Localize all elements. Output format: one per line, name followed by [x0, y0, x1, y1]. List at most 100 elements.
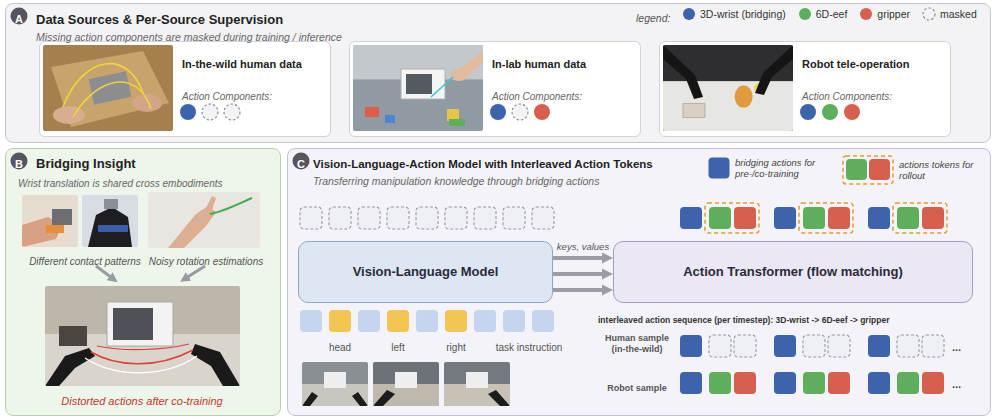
- masked-token: [922, 335, 944, 357]
- arrow: [186, 266, 205, 278]
- legend-text: masked: [940, 8, 977, 21]
- illustration-shape: [385, 115, 395, 123]
- legend-text: gripper: [877, 8, 910, 21]
- masked-token: [503, 207, 525, 229]
- illustration-shape: [459, 51, 483, 77]
- masked-token: [803, 335, 825, 357]
- legend-dot: [860, 8, 872, 20]
- panel-title: Data Sources & Per-Source Supervision: [36, 12, 283, 28]
- legend-item: gripper: [859, 7, 910, 21]
- legend-swatch: [859, 7, 873, 21]
- masked-token: [532, 207, 554, 229]
- component-dot: [490, 104, 506, 120]
- component-dot: [844, 104, 860, 120]
- ellipsis: ...: [952, 341, 961, 354]
- illustration-shape: [82, 195, 138, 247]
- photo: [444, 362, 510, 406]
- illustration-shape: [449, 119, 465, 126]
- illustration-shape: [302, 384, 368, 406]
- illustration-shape: [754, 83, 764, 93]
- token: [474, 310, 496, 332]
- illustration-shape: [43, 45, 173, 131]
- masked-token: [897, 335, 919, 357]
- masked-token: [709, 335, 731, 357]
- photo: [82, 195, 138, 247]
- legend-heading: legend:: [636, 12, 670, 25]
- photo: [22, 195, 78, 247]
- illustration-shape: [107, 302, 173, 346]
- legend-dot: [683, 8, 695, 20]
- panel: Bridging InsightWrist translation is sha…: [5, 148, 281, 416]
- photo: [302, 362, 368, 406]
- component-dot: [180, 104, 196, 120]
- illustration-shape: [148, 192, 260, 248]
- sequence-note: interleaved action sequence (per timeste…: [598, 315, 889, 325]
- illustration-shape: [51, 51, 169, 127]
- trajectory: [210, 198, 252, 214]
- robot-gripper: [663, 45, 703, 99]
- illustration-shape: [45, 334, 240, 386]
- illustration-shape: [53, 106, 85, 124]
- model-box: Action Transformer (flow matching): [613, 241, 973, 303]
- trajectory: [97, 344, 189, 350]
- illustration-shape: [406, 74, 432, 94]
- token: [868, 207, 890, 229]
- illustration-shape: [401, 69, 445, 99]
- token: [828, 372, 850, 394]
- illustration-shape: [113, 308, 153, 340]
- legend-text: 6D-eef: [816, 8, 848, 21]
- model-name: Vision-Language Model: [353, 264, 499, 280]
- illustration-shape: [373, 384, 439, 406]
- component-dot: [800, 104, 816, 120]
- trajectory: [85, 356, 197, 373]
- legend-swatch: [798, 7, 812, 21]
- illustration-shape: [59, 326, 87, 346]
- source-card: In-the-wild human dataAction Components:: [39, 41, 331, 137]
- token: [803, 207, 825, 229]
- illustration-shape: [22, 217, 62, 247]
- legend-swatch: [682, 7, 696, 21]
- rollout-bracket: [893, 203, 947, 233]
- panel-subtitle: Missing action components are masked dur…: [36, 31, 342, 44]
- robot-gripper: [373, 390, 395, 406]
- illustration-shape: [353, 45, 483, 79]
- token: [868, 335, 890, 357]
- masked-token: [329, 207, 351, 229]
- token: [774, 335, 796, 357]
- card-note: Action Components:: [492, 91, 582, 103]
- card-note: Action Components:: [182, 91, 272, 103]
- token-label: right: [446, 342, 465, 354]
- illustration-shape: [324, 372, 346, 388]
- photo: [45, 286, 240, 386]
- token: [387, 310, 409, 332]
- panel-letter: A: [15, 13, 23, 26]
- illustration-shape: [206, 196, 216, 210]
- token: [532, 310, 554, 332]
- illustration-shape: [98, 225, 128, 232]
- token: [300, 310, 322, 332]
- token: [803, 372, 825, 394]
- legend-dot: [799, 8, 811, 20]
- token: [897, 372, 919, 394]
- illustration-shape: [104, 199, 118, 209]
- image-caption: Different contact patterns: [29, 256, 141, 268]
- token: [734, 207, 756, 229]
- card-note: Action Components:: [802, 91, 892, 103]
- legend-text: 3D-wrist (bridging): [700, 8, 786, 21]
- masked-dot: [512, 104, 528, 120]
- illustration-shape: [735, 86, 753, 108]
- illustration-shape: [450, 69, 468, 81]
- masked-dot: [224, 104, 240, 120]
- token: [709, 207, 731, 229]
- arrow: [96, 266, 112, 278]
- photo: [663, 45, 793, 131]
- rollout-bracket: [705, 203, 759, 233]
- illustration-shape: [353, 45, 483, 131]
- legend-dot: [923, 8, 935, 20]
- token: [445, 310, 467, 332]
- token: [680, 335, 702, 357]
- legend-swatch: [708, 157, 730, 179]
- ellipsis: ...: [952, 378, 961, 391]
- illustration-shape: [46, 225, 64, 233]
- legend-text: bridging actions for pre-/co-training: [735, 157, 835, 180]
